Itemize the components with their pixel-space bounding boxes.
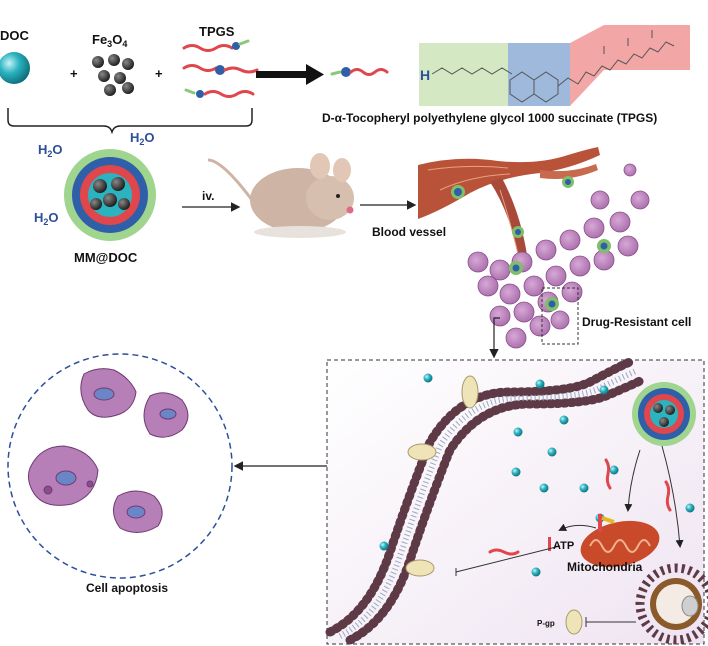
iv-label: iv. bbox=[202, 189, 214, 203]
cell-apoptosis-label: Cell apoptosis bbox=[86, 581, 168, 595]
mitochondria-label: Mitochondria bbox=[567, 560, 643, 574]
atp-decrease-icon bbox=[548, 537, 551, 551]
tpgs-label: TPGS bbox=[199, 24, 235, 39]
cell-zoom-panel: ATP Mitochondria P-gp bbox=[325, 357, 708, 645]
doc-molecules-icon bbox=[379, 373, 695, 577]
nanoparticle-icon bbox=[64, 149, 156, 241]
tpgs-full-name: D-α-Tocopheryl polyethylene glycol 1000 … bbox=[322, 111, 657, 125]
tpgs-strands-icon bbox=[488, 458, 672, 556]
blood-vessel-icon bbox=[418, 147, 600, 262]
iv-injection-arrow: iv. bbox=[182, 189, 241, 212]
zoom-arrow bbox=[489, 317, 500, 359]
blood-vessel-label: Blood vessel bbox=[372, 225, 446, 239]
atp-label: ATP bbox=[553, 540, 574, 552]
h2o-label-3: H2O bbox=[34, 210, 59, 227]
h-atom-label: H bbox=[420, 67, 430, 83]
fe3o4-group: Fe3O4 bbox=[92, 32, 134, 96]
mitochondria-icon bbox=[580, 514, 660, 568]
peg-band bbox=[419, 43, 508, 106]
cell-membrane-icon bbox=[325, 357, 647, 645]
pgp-icon bbox=[565, 609, 583, 635]
tumor-cells-icon bbox=[467, 163, 650, 349]
chemical-structure-icon bbox=[431, 30, 675, 103]
autophagosome-icon bbox=[635, 563, 708, 645]
h2o-label-2: H2O bbox=[38, 142, 63, 159]
doc-group: DOC bbox=[0, 28, 30, 84]
tpgs-molecules-icon bbox=[182, 39, 259, 98]
doc-sphere-icon bbox=[0, 52, 30, 84]
pathway-arrows bbox=[455, 445, 684, 627]
doc-label: DOC bbox=[0, 28, 30, 43]
fe3o4-particles-icon bbox=[92, 54, 134, 96]
drug-resistant-label: Drug-Resistant cell bbox=[582, 315, 691, 329]
h2o-label-1: H2O bbox=[130, 130, 155, 147]
grouping-brace bbox=[7, 108, 253, 135]
transporter-icons bbox=[405, 375, 479, 577]
tpgs-group: TPGS bbox=[182, 24, 259, 98]
mm-doc-group: H2O H2O H2O MM@DOC bbox=[34, 130, 156, 265]
fe3o4-label: Fe3O4 bbox=[92, 32, 127, 49]
succinate-band bbox=[508, 43, 570, 106]
apoptosis-panel bbox=[7, 353, 233, 579]
tocopherol-band bbox=[570, 25, 690, 106]
mm-doc-label: MM@DOC bbox=[74, 250, 138, 265]
zoom-selection-box bbox=[541, 287, 579, 345]
plus-sign-2: + bbox=[155, 66, 163, 81]
apoptotic-cells-icon bbox=[27, 368, 189, 533]
tpgs-structure: H D-α-Tocopheryl polyethylene glycol 100… bbox=[322, 25, 690, 125]
synthesis-arrow-icon bbox=[256, 64, 324, 85]
plus-sign-1: + bbox=[70, 66, 78, 81]
mouse-icon bbox=[207, 153, 354, 238]
pgp-label: P-gp bbox=[537, 619, 555, 628]
tpgs-single-molecule-icon bbox=[330, 67, 389, 77]
zoom-nanoparticle-icon bbox=[632, 382, 696, 446]
